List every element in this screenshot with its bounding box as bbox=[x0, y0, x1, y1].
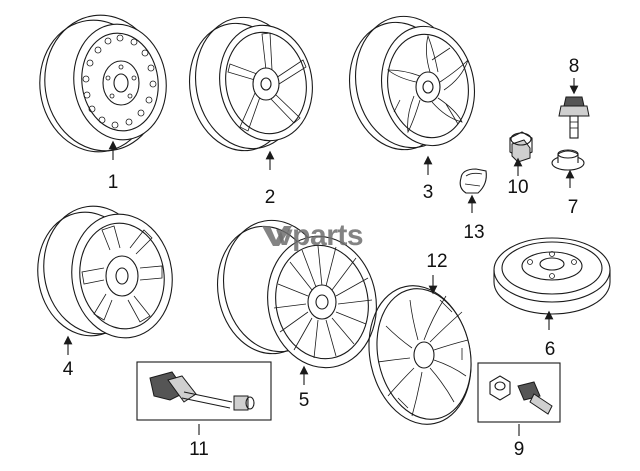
callout-12: 12 bbox=[426, 251, 447, 272]
callout-5: 5 bbox=[299, 390, 310, 411]
part-6-spare-wheel bbox=[493, 237, 611, 330]
watermark-v-icon bbox=[262, 226, 292, 246]
part-5-alloy-wheel bbox=[216, 219, 377, 385]
callout-3: 3 bbox=[423, 182, 434, 203]
part-3-alloy-wheel bbox=[348, 15, 476, 175]
part-8-valve-stem bbox=[558, 78, 590, 139]
callout-6: 6 bbox=[545, 339, 556, 360]
callout-7: 7 bbox=[568, 197, 579, 218]
callout-10: 10 bbox=[507, 177, 528, 198]
part-12-wheel-cover bbox=[368, 275, 472, 425]
part-1-steel-wheel bbox=[39, 14, 167, 160]
part-10-lug-nut bbox=[509, 131, 533, 176]
watermark-text: vparts bbox=[276, 219, 363, 252]
callout-4: 4 bbox=[63, 359, 74, 380]
watermark-logo: vparts bbox=[262, 219, 364, 252]
part-11-tpms-sensor bbox=[136, 361, 272, 435]
callout-11: 11 bbox=[189, 439, 209, 460]
part-7-center-cap bbox=[551, 149, 585, 188]
callout-8: 8 bbox=[569, 56, 580, 77]
callout-9: 9 bbox=[514, 439, 525, 460]
part-9-service-kit bbox=[477, 362, 561, 436]
callout-1: 1 bbox=[108, 172, 119, 193]
callout-2: 2 bbox=[265, 187, 276, 208]
part-2-alloy-wheel bbox=[188, 16, 313, 170]
part-13-hub-cap bbox=[459, 168, 487, 213]
part-4-alloy-wheel bbox=[37, 205, 173, 355]
callout-13: 13 bbox=[463, 222, 484, 243]
